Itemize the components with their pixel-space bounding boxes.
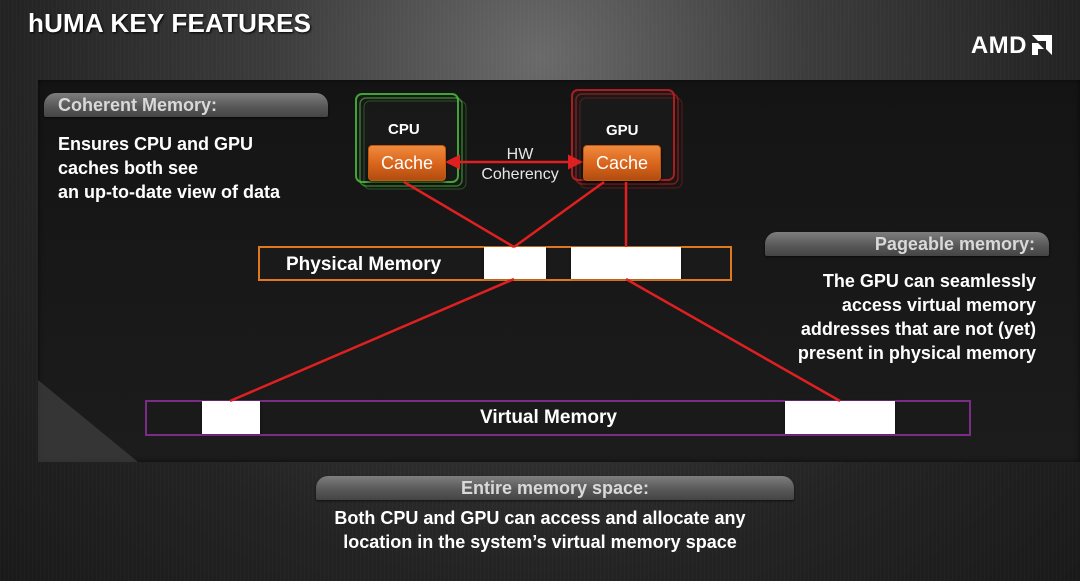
gpu-cache: Cache — [583, 145, 661, 181]
physical-to-virtual-link-1 — [229, 277, 515, 403]
cpu-to-physical-link — [403, 180, 515, 249]
gpu-frame-inner — [579, 97, 683, 189]
entire-memory-text: Both CPU and GPU can access and allocate… — [240, 506, 840, 554]
gpu-label: GPU — [606, 122, 639, 139]
physical-page-block-2 — [571, 247, 681, 279]
pageable-line-1: The GPU can seamlessly — [822, 271, 1036, 291]
amd-arrow-icon — [1032, 35, 1052, 55]
gpu-to-physical-link-1 — [513, 180, 605, 249]
coherent-line-1: Ensures CPU and GPU — [58, 134, 254, 154]
panel-corner-wedge — [38, 380, 138, 462]
cpu-label: CPU — [388, 121, 420, 138]
pageable-memory-header: Pageable memory: — [765, 232, 1049, 256]
entire-line-2: location in the system’s virtual memory … — [343, 532, 737, 552]
virtual-page-block-2 — [785, 401, 895, 434]
pageable-line-4: present in physical memory — [797, 343, 1036, 363]
virtual-page-block-1 — [202, 401, 260, 434]
virtual-memory-label: Virtual Memory — [480, 407, 617, 428]
physical-to-virtual-link-2 — [625, 277, 841, 403]
amd-logo: AMD — [971, 32, 1052, 60]
coherency-line-2: Coherency — [481, 166, 559, 183]
slide-title: hUMA KEY FEATURES — [28, 8, 312, 38]
physical-memory-label: Physical Memory — [286, 254, 442, 275]
pageable-memory-header-text: Pageable memory: — [874, 234, 1035, 254]
physical-page-block-1 — [484, 247, 546, 279]
entire-line-1: Both CPU and GPU can access and allocate… — [334, 508, 746, 528]
coherent-memory-header-text: Coherent Memory: — [58, 95, 218, 115]
cpu-cache: Cache — [368, 145, 446, 181]
coherent-line-2: caches both see — [58, 158, 199, 178]
coherent-line-3: an up-to-date view of data — [58, 182, 281, 202]
pageable-line-2: access virtual memory — [841, 295, 1036, 315]
coherent-memory-header: Coherent Memory: — [44, 93, 328, 117]
amd-logo-text: AMD — [970, 32, 1027, 59]
pageable-memory-text: The GPU can seamlessly access virtual me… — [798, 269, 1036, 365]
entire-memory-header-text: Entire memory space: — [460, 478, 650, 498]
pageable-line-3: addresses that are not (yet) — [800, 319, 1036, 339]
entire-memory-header: Entire memory space: — [316, 476, 794, 500]
coherent-memory-text: Ensures CPU and GPU caches both see an u… — [58, 132, 280, 204]
